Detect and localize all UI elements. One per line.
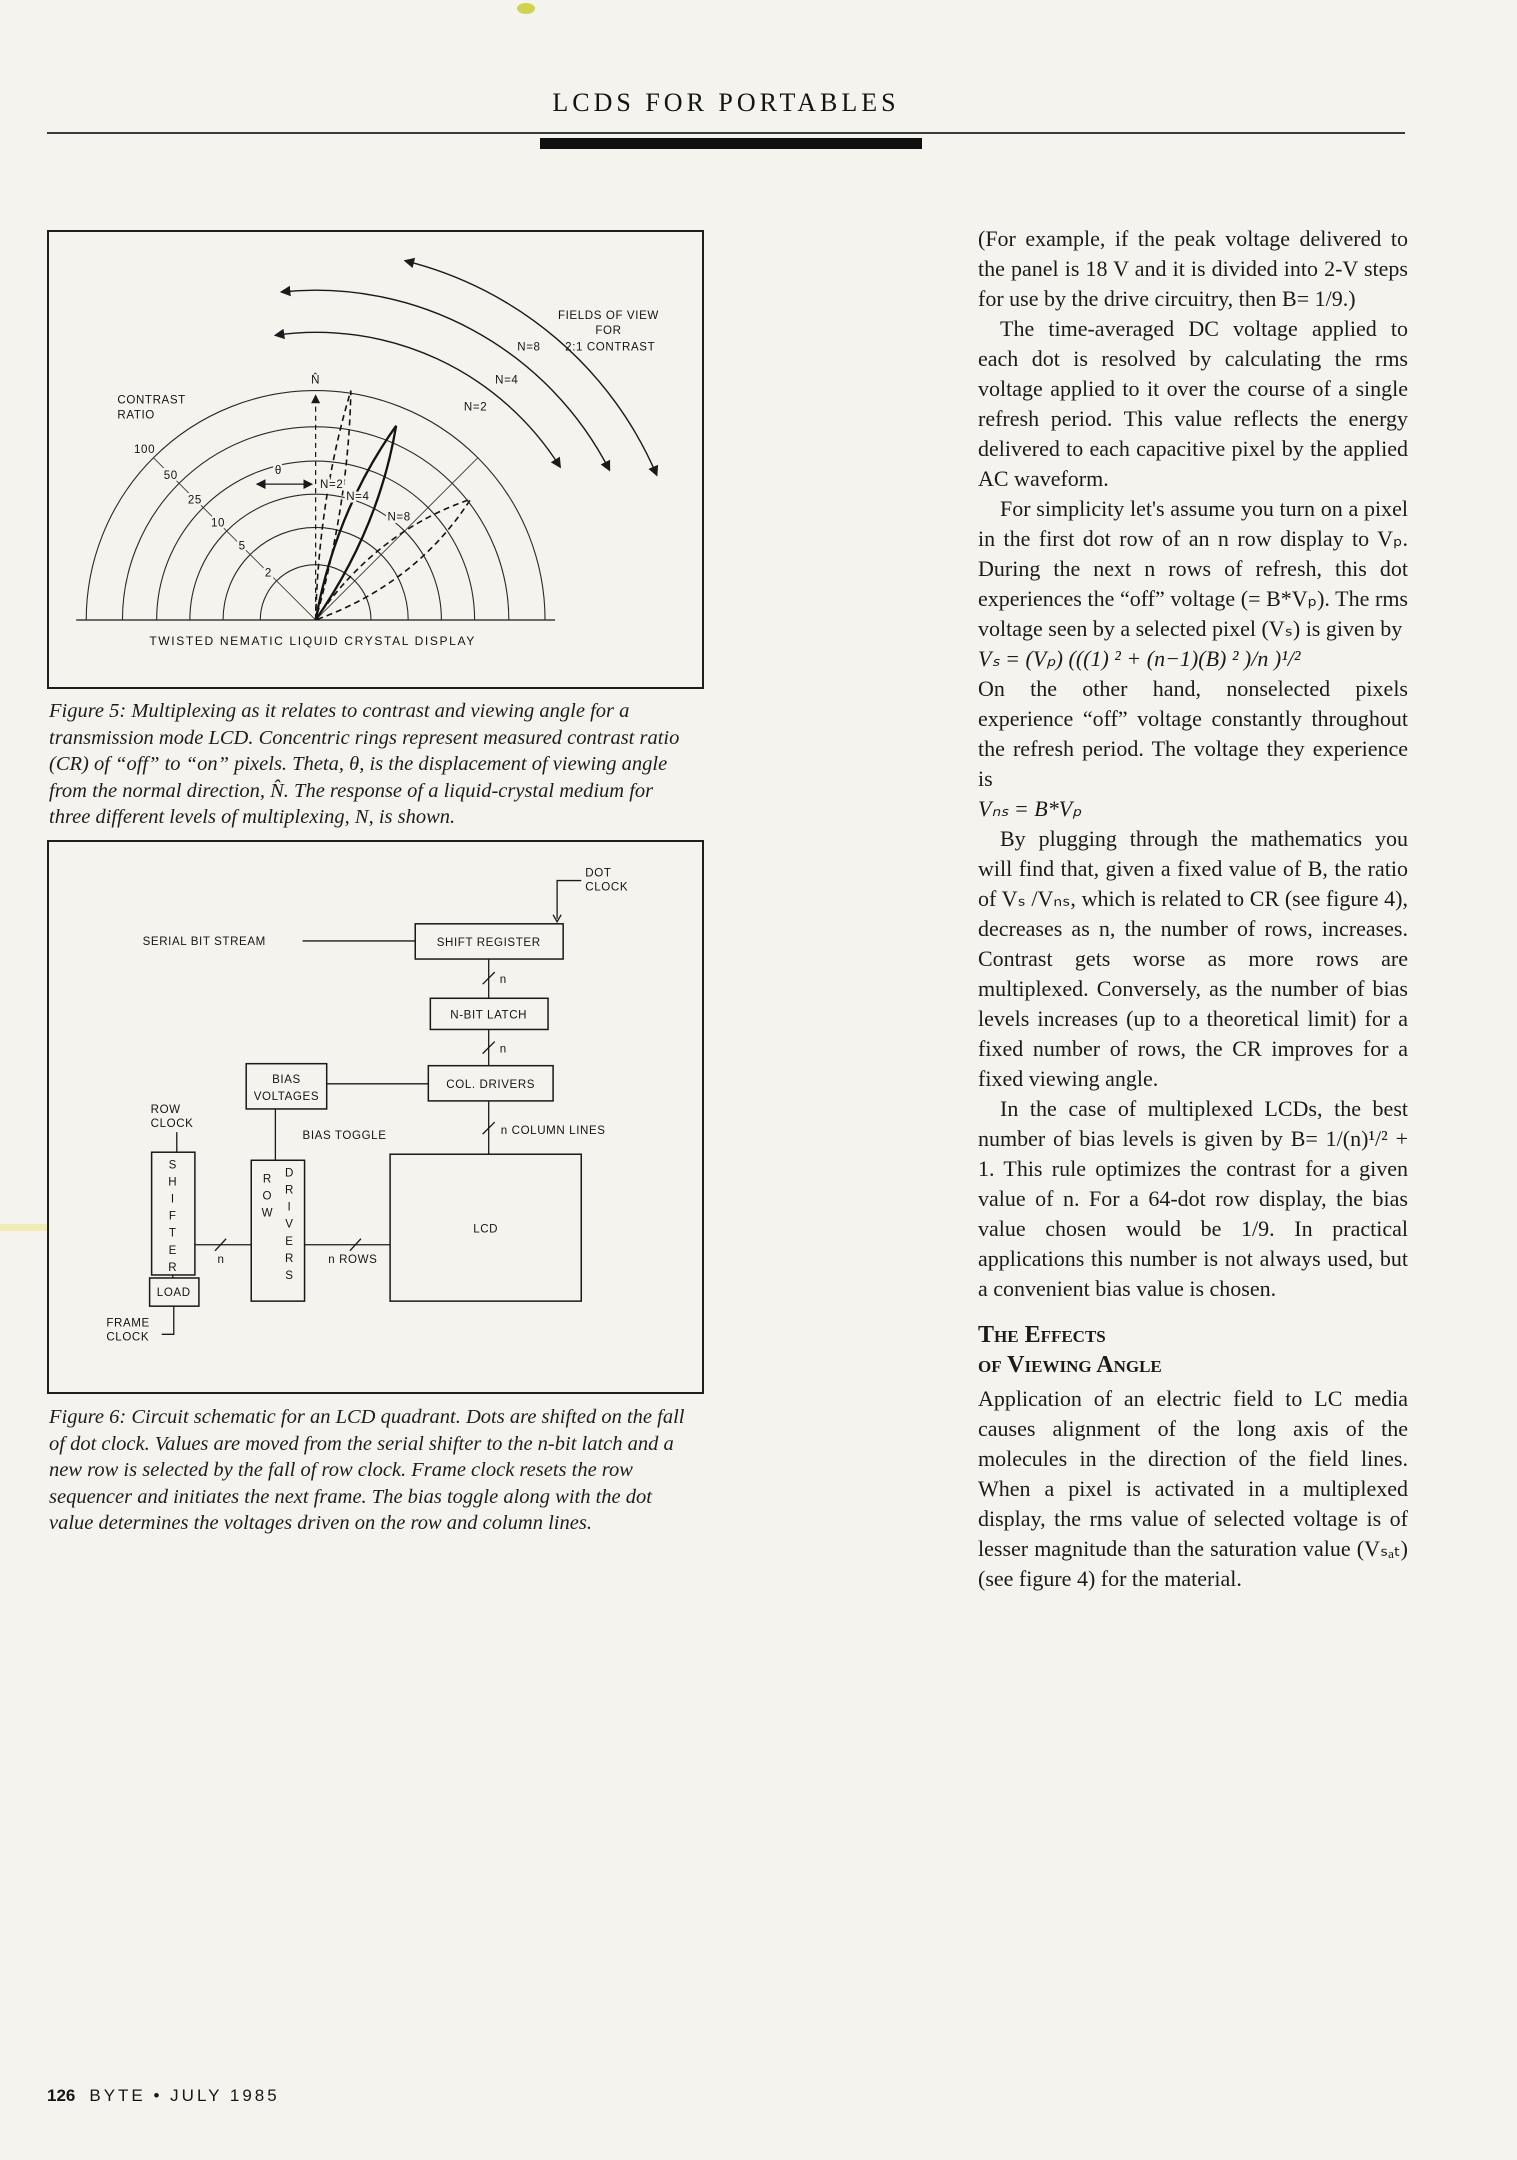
page-footer: 126 BYTE • JULY 1985	[47, 2086, 280, 2106]
row-clock-label-1: ROW	[151, 1104, 181, 1116]
polar-contrast-diagram: N̂ CONTRAST RATIO 100 50 25 10 5 2 θ N=2…	[76, 257, 659, 648]
figure6-caption: Figure 6: Circuit schematic for an LCD q…	[49, 1406, 685, 1534]
svg-text:25: 25	[188, 494, 202, 506]
fov-label-2: FOR	[595, 325, 621, 337]
body-paragraph: On the other hand, nonselected pixels ex…	[978, 676, 1408, 791]
section-heading-line2: of Viewing Angle	[978, 1352, 1162, 1378]
svg-text:50: 50	[164, 470, 178, 482]
load-label: LOAD	[157, 1287, 191, 1299]
figure6-schematic: DOT CLOCK SHIFT REGISTER SERIAL BIT STRE…	[47, 840, 704, 1394]
theta-label: θ	[275, 465, 282, 477]
lobe-n8-label: N=8	[387, 511, 410, 523]
print-registration-mark	[517, 3, 535, 14]
svg-text:100: 100	[134, 444, 155, 456]
equation-vs: Vₛ = (Vₚ) (((1) ² + (n−1)(B) ² )/n )¹/²	[978, 646, 1301, 671]
dot-clock-arrow	[552, 914, 562, 924]
bias-toggle-label: BIAS TOGGLE	[303, 1130, 387, 1142]
fov-n4-label: N=4	[495, 375, 518, 387]
body-paragraph: The time-averaged DC voltage applied to …	[978, 316, 1408, 491]
lobe-n4-label: N=4	[346, 491, 369, 503]
figure5-caption: Figure 5: Multiplexing as it relates to …	[49, 700, 680, 828]
frame-clock-wire	[161, 1306, 175, 1335]
serial-bit-stream-label: SERIAL BIT STREAM	[143, 936, 266, 948]
spoke-right	[315, 457, 478, 621]
body-paragraph: By plugging through the mathematics you …	[978, 826, 1408, 1091]
footer-magazine-line: BYTE • JULY 1985	[89, 2086, 280, 2105]
row-clock-label-2: CLOCK	[151, 1118, 194, 1130]
n-column-lines-label: n COLUMN LINES	[501, 1125, 606, 1137]
dot-clock-label-2: CLOCK	[585, 882, 628, 894]
bus-slash-2	[482, 1041, 496, 1055]
header-rule	[47, 132, 1405, 134]
contrast-ratio-label-1: CONTRAST	[117, 395, 185, 407]
section-heading-line1: The Effects	[978, 1322, 1106, 1348]
fov-label-3: 2:1 CONTRAST	[565, 341, 655, 353]
bias-voltages-label-2: VOLTAGES	[254, 1091, 319, 1103]
header-bar	[540, 138, 922, 149]
body-paragraph: Application of an electric field to LC m…	[978, 1386, 1408, 1591]
bus-slash-4	[214, 1238, 227, 1252]
bias-voltages-label-1: BIAS	[272, 1074, 301, 1086]
lcd-box	[389, 1153, 583, 1302]
shift-register-label: SHIFT REGISTER	[437, 937, 541, 949]
dot-clock-wire	[556, 879, 582, 919]
lcd-label: LCD	[473, 1224, 498, 1236]
dot-clock-label-1: DOT	[585, 868, 611, 880]
bus-width-label-3: n	[218, 1254, 225, 1266]
article-body-column: (For example, if the peak voltage delive…	[978, 224, 1408, 1594]
ring-value-labels: 100 50 25 10 5 2	[132, 441, 274, 582]
field-of-view-arcs	[273, 257, 659, 477]
bus-slash-1	[482, 971, 496, 985]
fov-n8-label: N=8	[517, 341, 540, 353]
scan-artifact	[0, 1224, 88, 1231]
frame-clock-label-1: FRAME	[106, 1317, 150, 1329]
n-bit-latch-box	[429, 997, 549, 1031]
normal-axis-label: N̂	[311, 373, 320, 387]
svg-text:10: 10	[211, 517, 225, 529]
lobe-n8	[314, 497, 473, 621]
row-drivers-box	[250, 1159, 306, 1302]
lcd-circuit-schematic: DOT CLOCK SHIFT REGISTER SERIAL BIT STRE…	[106, 868, 628, 1344]
lobe-n2-label: N=2	[320, 479, 343, 491]
svg-text:2: 2	[265, 568, 272, 580]
figure5-diagram: N̂ CONTRAST RATIO 100 50 25 10 5 2 θ N=2…	[47, 230, 704, 689]
body-paragraph: For simplicity let's assume you turn on …	[978, 496, 1408, 641]
bus-width-label-1: n	[500, 974, 507, 986]
page-header-title: LCDS FOR PORTABLES	[552, 88, 900, 117]
diagram-bottom-label: TWISTED NEMATIC LIQUID CRYSTAL DISPLAY	[149, 634, 476, 648]
frame-clock-label-2: CLOCK	[106, 1331, 149, 1343]
fov-n2-label: N=2	[464, 402, 487, 414]
lobe-n4	[314, 425, 398, 621]
bias-voltages-box	[245, 1062, 328, 1110]
bus-slash-5	[349, 1238, 362, 1252]
equation-vns: Vₙₛ = B*Vₚ	[978, 796, 1082, 821]
bus-slash-3	[482, 1121, 496, 1135]
section-heading: The Effects of Viewing Angle	[978, 1320, 1408, 1380]
bus-width-label-2: n	[500, 1044, 507, 1056]
contrast-ratio-label-2: RATIO	[117, 410, 155, 422]
fov-label-1: FIELDS OF VIEW	[558, 310, 659, 322]
n-rows-label: n ROWS	[328, 1254, 377, 1266]
svg-text:5: 5	[239, 541, 246, 553]
body-paragraph: In the case of multiplexed LCDs, the bes…	[978, 1096, 1408, 1301]
body-paragraph: (For example, if the peak voltage delive…	[978, 226, 1408, 311]
lobe-n2	[314, 390, 352, 621]
col-drivers-label: COL. DRIVERS	[446, 1079, 535, 1091]
n-bit-latch-label: N-BIT LATCH	[450, 1009, 527, 1021]
page-number: 126	[47, 2086, 76, 2105]
spoke-left	[153, 457, 316, 621]
